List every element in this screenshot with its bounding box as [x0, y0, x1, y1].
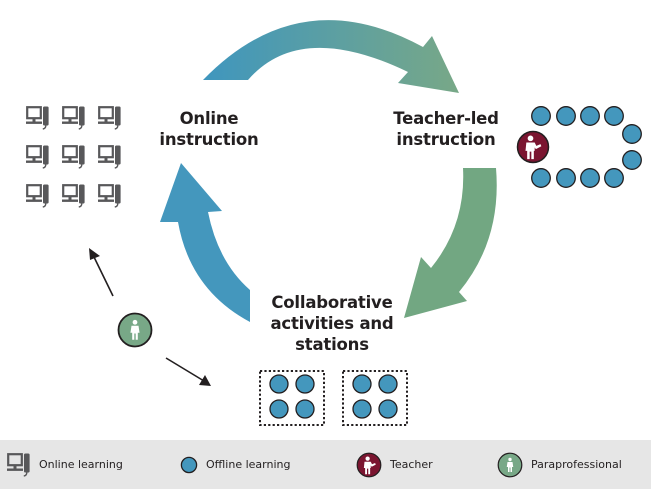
student-circle: [269, 399, 289, 419]
arrow-collaborative-to-online: [160, 163, 250, 322]
arrow-online-to-teacher: [203, 20, 459, 93]
student-circle: [378, 374, 398, 394]
stage-label-teacher-led: Teacher-led instruction: [382, 108, 510, 150]
computer-icon: [62, 105, 86, 131]
student-circle: [352, 399, 372, 419]
student-circle: [622, 150, 642, 170]
computer-icon: [7, 451, 31, 477]
student-circle-icon: [180, 456, 198, 473]
label-line: instruction: [396, 130, 496, 149]
student-circle: [295, 399, 315, 419]
label-line: Collaborative: [271, 293, 393, 312]
student-circle: [604, 106, 624, 126]
teacher-led-table: [516, 106, 642, 188]
computer-icon: [62, 183, 86, 209]
label-line: Teacher-led: [393, 109, 499, 128]
computer-icon: [26, 144, 50, 170]
student-circle: [531, 168, 551, 188]
student-circle: [580, 168, 600, 188]
legend-label: Paraprofessional: [531, 458, 622, 471]
paraprofessional-icon: [497, 452, 523, 477]
label-line: Online: [179, 109, 239, 128]
computer-icon: [98, 144, 122, 170]
station-table: [342, 370, 408, 426]
label-line: stations: [295, 335, 369, 354]
legend-item-online-learning: Online learning: [7, 440, 123, 489]
student-circle: [269, 374, 289, 394]
legend-label: Offline learning: [206, 458, 291, 471]
arrow-teacher-to-collaborative: [404, 168, 497, 318]
student-circle: [556, 168, 576, 188]
computer-icon: [26, 183, 50, 209]
teacher-icon: [356, 452, 382, 477]
student-circle: [295, 374, 315, 394]
legend-item-teacher: Teacher: [356, 440, 433, 489]
label-line: activities and: [270, 314, 394, 333]
computer-icon: [26, 105, 50, 131]
student-circle: [580, 106, 600, 126]
computer-icon: [98, 105, 122, 131]
paraprofessional-move-arrow-up: [89, 248, 114, 297]
collaborative-stations: [259, 370, 408, 426]
student-circle: [622, 124, 642, 144]
student-circle: [556, 106, 576, 126]
student-circle: [352, 374, 372, 394]
computer-grid: [26, 105, 122, 209]
teacher-figure: [516, 130, 550, 164]
legend-label: Teacher: [390, 458, 433, 471]
stage-label-online: Online instruction: [150, 108, 268, 150]
student-circle: [531, 106, 551, 126]
legend-label: Online learning: [39, 458, 123, 471]
student-circle: [378, 399, 398, 419]
computer-icon: [98, 183, 122, 209]
legend-item-paraprofessional: Paraprofessional: [497, 440, 622, 489]
station-table: [259, 370, 325, 426]
student-circle: [604, 168, 624, 188]
computer-icon: [62, 144, 86, 170]
legend: Online learning Offline learning Teacher…: [0, 440, 651, 489]
stage-label-collaborative: Collaborative activities and stations: [262, 292, 402, 355]
legend-item-offline-learning: Offline learning: [180, 440, 290, 489]
paraprofessional-move-arrow-down: [165, 357, 211, 386]
paraprofessional-figure: [117, 312, 153, 348]
label-line: instruction: [159, 130, 259, 149]
